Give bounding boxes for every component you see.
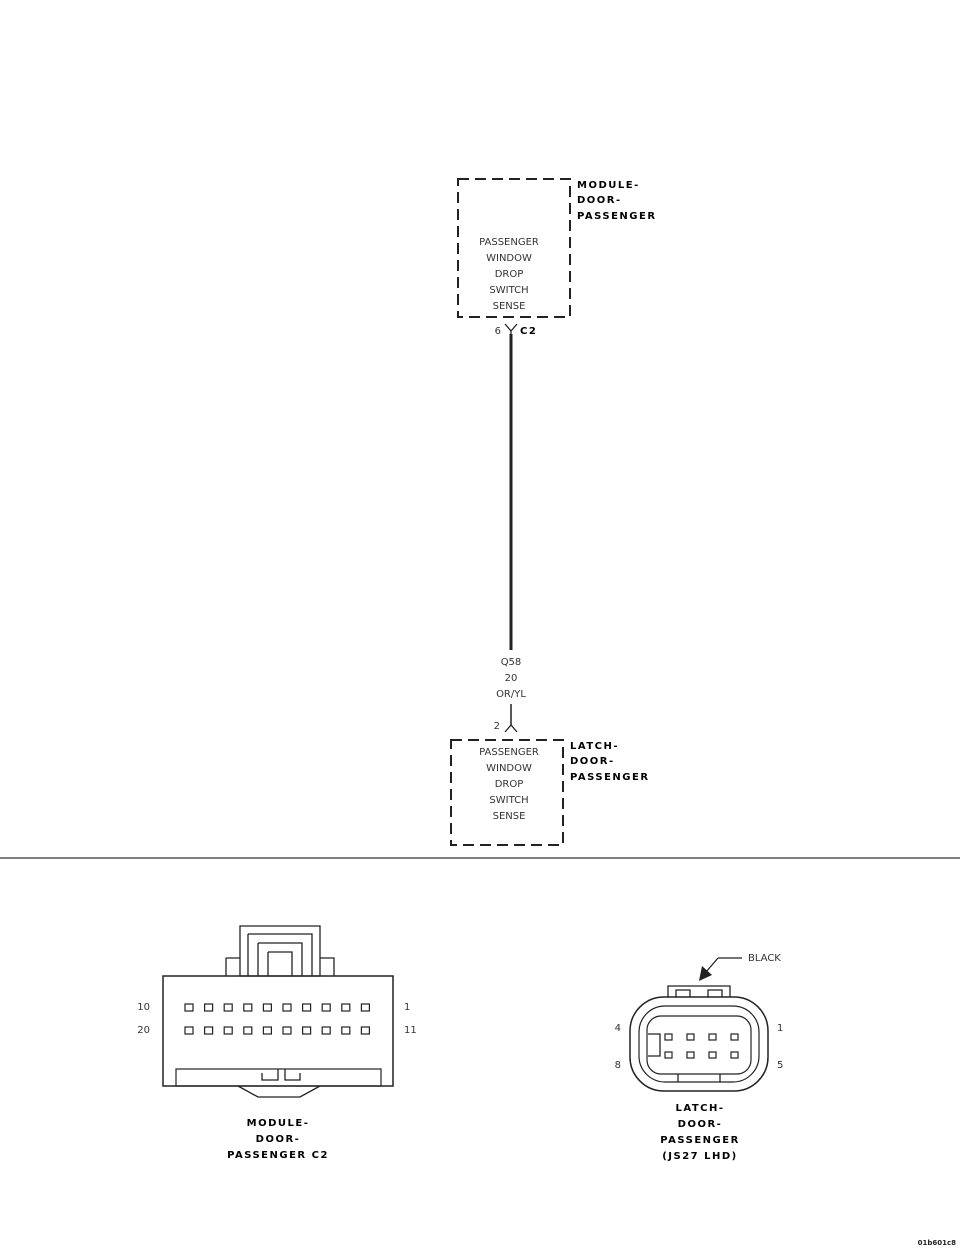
module-c2-cavity [360, 1003, 370, 1012]
module-c2-pin-label-bottom-right: 11 [404, 1025, 417, 1036]
module-c2-cavity [341, 1003, 351, 1012]
module-pin-number: 6 [495, 326, 501, 337]
module-c2-cavity [223, 1003, 233, 1012]
module-function-line-3: DROP [495, 269, 524, 280]
module-c2-key [237, 1085, 321, 1098]
module-c2-cavity [282, 1003, 292, 1012]
latch-function-line-2: WINDOW [486, 763, 532, 774]
module-c2-cavity [282, 1026, 292, 1035]
latch-function-line-3: DROP [495, 779, 524, 790]
module-function-line-4: SWITCH [489, 285, 528, 296]
module-component-box [457, 178, 571, 318]
latch-name-line-2: DOOR- [570, 756, 615, 767]
latch-pin-label-bottom-right: 5 [777, 1060, 783, 1071]
module-c2-cavity [341, 1026, 351, 1035]
module-c2-cavity [302, 1003, 312, 1012]
module-c2-connector-view: 10 1 20 11 MODULE- DOOR- PASSENGER C2 [137, 925, 417, 1161]
latch-function-line-1: PASSENGER [479, 747, 539, 758]
latch-connector-view: BLACK 4 1 8 5 LATCH- DOOR- PASSENGER (JS… [615, 953, 784, 1162]
module-c2-caption-line-3: PASSENGER C2 [227, 1150, 329, 1161]
latch-function-line-4: SWITCH [489, 795, 528, 806]
module-function-line-1: PASSENGER [479, 237, 539, 248]
module-c2-cavity [204, 1026, 214, 1035]
figure-id: 01b601c8 [918, 1239, 957, 1247]
wire-circuit: Q58 [501, 657, 522, 668]
latch-connector-symbol [504, 724, 518, 733]
latch-name-line-3: PASSENGER [570, 772, 650, 783]
module-c2-caption-line-2: DOOR- [256, 1134, 301, 1145]
module-function-line-5: SENSE [493, 301, 526, 312]
module-c2-cavity [302, 1026, 312, 1035]
latch-pin-number: 2 [494, 721, 500, 732]
black-callout-arrow [699, 966, 712, 981]
latch-pin-label-top-left: 4 [615, 1023, 621, 1034]
latch-cavity [686, 1033, 695, 1041]
module-c2-cavity [321, 1026, 331, 1035]
module-c2-cavity [243, 1003, 253, 1012]
latch-cavity [730, 1033, 739, 1041]
module-c2-cavity [184, 1026, 194, 1035]
module-c2-cavity [321, 1003, 331, 1012]
latch-cavity [686, 1051, 695, 1059]
module-door-passenger: MODULE- DOOR- PASSENGER PASSENGER WINDOW… [457, 178, 657, 337]
latch-caption-line-4: (JS27 LHD) [662, 1151, 738, 1162]
latch-cavity [708, 1033, 717, 1041]
module-c2-cavity [184, 1003, 194, 1012]
module-connector-id: C2 [520, 326, 537, 337]
latch-connector-color-label: BLACK [748, 953, 781, 964]
module-c2-pin-label-top-left: 10 [137, 1002, 150, 1013]
latch-cavity [708, 1051, 717, 1059]
module-name-line-2: DOOR- [577, 195, 622, 206]
module-c2-cavity [360, 1026, 370, 1035]
latch-connector-cavities [664, 1033, 739, 1059]
module-c2-caption-line-1: MODULE- [247, 1118, 310, 1129]
latch-cavity [664, 1033, 673, 1041]
module-connector-symbol [504, 323, 518, 334]
latch-cavity [664, 1051, 673, 1059]
module-c2-cavity [223, 1026, 233, 1035]
module-c2-pin-label-bottom-left: 20 [137, 1025, 150, 1036]
latch-pin-label-bottom-left: 8 [615, 1060, 621, 1071]
latch-connector-lock [667, 985, 731, 997]
module-c2-cavity [243, 1026, 253, 1035]
wire-q58: Q58 20 OR/YL [496, 334, 526, 725]
module-c2-cavity [262, 1026, 272, 1035]
module-name-line-3: PASSENGER [577, 211, 657, 222]
module-c2-pin-label-top-right: 1 [404, 1002, 410, 1013]
latch-name-line-1: LATCH- [570, 741, 619, 752]
latch-component-box [450, 739, 564, 846]
latch-caption-line-1: LATCH- [675, 1103, 724, 1114]
latch-caption-line-3: PASSENGER [660, 1135, 740, 1146]
module-c2-cavities [184, 1003, 370, 1035]
module-c2-cavity [204, 1003, 214, 1012]
latch-connector-face [646, 1015, 752, 1075]
wire-color: OR/YL [496, 689, 526, 700]
latch-function-line-5: SENSE [493, 811, 526, 822]
latch-pin-label-top-right: 1 [777, 1023, 783, 1034]
latch-cavity [730, 1051, 739, 1059]
module-function-line-2: WINDOW [486, 253, 532, 264]
latch-caption-line-2: DOOR- [678, 1119, 723, 1130]
wire-gauge: 20 [505, 673, 518, 684]
latch-door-passenger: 2 LATCH- DOOR- PASSENGER PASSENGER WINDO… [450, 721, 650, 846]
module-c2-cavity [262, 1003, 272, 1012]
latch-connector-shell [629, 996, 769, 1092]
module-name-line-1: MODULE- [577, 180, 640, 191]
